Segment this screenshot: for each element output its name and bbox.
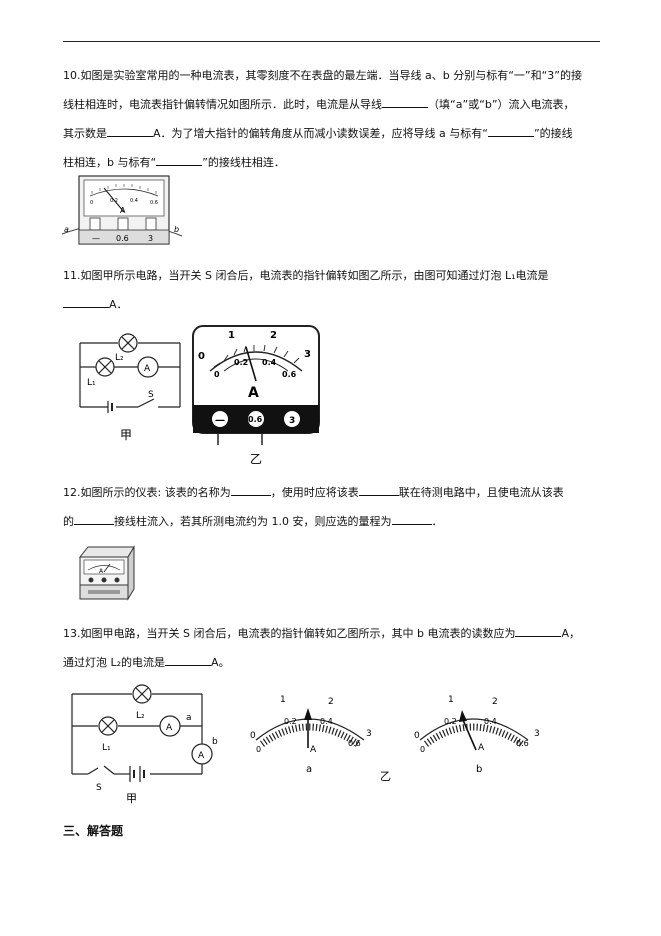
scale-label: 0.4 [262,358,277,367]
scale-label: 0 [420,745,425,754]
blank[interactable] [382,97,428,108]
terminal-06: 0.6 [116,234,129,243]
terminal-neg: — [92,234,100,243]
q12-line2: 的接线柱流入，若其所测电流约为 1.0 安，则应选的量程为． [63,514,443,528]
blank[interactable] [107,126,153,137]
scale-label: 1 [280,695,286,705]
svg-text:乙: 乙 [380,770,391,783]
q10-line2: 线柱相连时，电流表指针偏转情况如图所示．此时，电流是从导线（填“a”或“b”）流… [63,97,575,111]
blank[interactable] [391,514,432,525]
q12-line1: 12.如图所示的仪表: 该表的名称为，使用时应将该表联在待测电路中，且使电流从该… [63,485,564,499]
scale-label: 1 [228,330,235,341]
scale-label: 3 [534,729,540,739]
ammeter-symbol: A [144,364,151,374]
q13-meter-b: 0 1 2 3 0 0.2 0.4 0.6 A b [414,695,540,775]
scale-label: 2 [492,697,498,707]
question-13: 13.如图甲电路，当开关 S 闭合后，电流表的指针偏转如乙图所示，其中 b 电流… [63,619,603,677]
meter-symbol: A [248,385,259,401]
scale-label: 0 [198,351,205,362]
terminal-06: 0.6 [248,415,263,424]
lamp-l2-label: L₂ [115,353,124,363]
q11-circuit-figure: L₂ L₁ A S 甲 [79,333,181,442]
scale-label: 0.4 [320,717,333,726]
blank[interactable] [487,126,534,137]
q11-line1: 11.如图甲所示电路，当开关 S 闭合后，电流表的指针偏转如图乙所示，由图可知通… [63,269,549,282]
figure-label-jia: 甲 [120,428,132,442]
lamp-l2-label: L₂ [136,711,145,721]
scale-label: 0.6 [348,739,361,748]
section-heading: 三、解答题 [63,824,124,838]
scale-label: 2 [270,330,277,341]
scale-label: 0 [250,731,256,741]
switch-label: S [148,390,154,400]
question-12: 12.如图所示的仪表: 该表的名称为，使用时应将该表联在待测电路中，且使电流从该… [63,478,603,536]
blank[interactable] [358,485,399,496]
scale-label: 0 [256,745,261,754]
scale-label: 0 [414,731,420,741]
wire-b-label: b [174,225,179,234]
q10-line1: 10.如图是实验室常用的一种电流表，其零刻度不在表盘的最左端．当导线 a、b 分… [63,69,583,82]
scale-label: 0.6 [150,200,158,206]
switch-label: S [96,783,102,793]
q10-ammeter-figure: 0 0.2 0.4 0.6 A — 0.6 3 a b [61,175,183,245]
scale-label: 0.4 [484,717,497,726]
meter-a-label: a [306,764,312,775]
terminal-3: 3 [148,234,153,243]
terminal-neg: — [215,415,225,426]
q11-line2: A． [63,290,603,319]
wire-a-label: a [64,225,69,234]
scale-label: 0 [90,200,93,206]
blank[interactable] [515,626,562,637]
lamp-l1-label: L₁ [102,743,111,753]
blank[interactable] [63,297,109,308]
scale-label: 0.2 [284,717,297,726]
q13-figure-label-yi: 乙 [380,770,391,783]
scale-label: 1 [448,695,454,705]
lamp-l1-label: L₁ [87,378,96,388]
blank[interactable] [230,485,271,496]
top-rule [63,41,600,42]
figure-label-yi: 乙 [250,452,262,466]
question-10: 10.如图是实验室常用的一种电流表，其零刻度不在表盘的最左端．当导线 a、b 分… [63,61,603,177]
needle [245,346,257,382]
scale-label: 0.4 [130,198,138,204]
meter-b-label: b [476,764,482,775]
scale-label: 0.2 [444,717,457,726]
scale-label: 2 [328,697,334,707]
q10-line4: 柱相连，b 与标有“”的接线柱相连． [63,155,285,169]
meter-symbol: A [120,206,126,215]
ammeter-b-label: b [212,737,218,747]
ammeter-a-symbol: A [166,723,173,733]
q13-meter-a: 0 1 2 3 0 0.2 0.4 0.6 A a [250,695,372,775]
meter-symbol: A [310,745,317,755]
scale-label: 0.2 [234,358,248,367]
scale-label: 0.6 [282,370,297,379]
meter-symbol: A [99,568,104,575]
ammeter-b-symbol: A [198,751,205,761]
scale-label: 0.2 [110,198,118,204]
needle [462,719,477,751]
q12-meter-figure: A [78,545,135,601]
needle [103,187,125,213]
scale-label: 3 [304,349,311,360]
figure-label-jia: 甲 [126,792,137,805]
terminal-3: 3 [289,416,295,426]
question-11: 11.如图甲所示电路，当开关 S 闭合后，电流表的指针偏转如图乙所示，由图可知通… [63,261,603,319]
meter-symbol: A [478,743,485,753]
scale-label: 0.6 [516,739,529,748]
q13-circuit-figure: L₂ L₁ A a A b S 甲 [71,684,218,805]
ammeter-a-label: a [186,713,192,723]
scale-label: 3 [366,729,372,739]
blank[interactable] [165,655,212,666]
blank[interactable] [156,155,203,166]
q11-ammeter-figure: 0 1 2 3 0 0.2 0.4 0.6 A — 0.6 3 乙 [192,325,320,466]
scale-label: 0 [214,370,220,379]
blank[interactable] [74,514,114,525]
q13-line1: 13.如图甲电路，当开关 S 闭合后，电流表的指针偏转如乙图所示，其中 b 电流… [63,626,580,640]
